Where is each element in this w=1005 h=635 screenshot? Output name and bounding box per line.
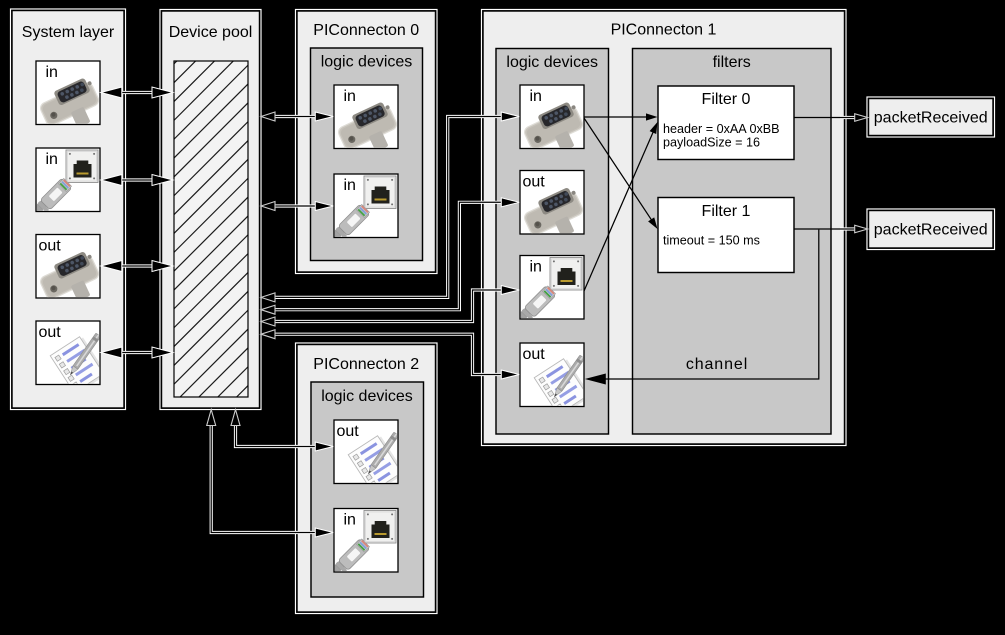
svg-text:in: in: [344, 512, 356, 529]
svg-text:in: in: [46, 151, 58, 168]
svg-text:payloadSize = 16: payloadSize = 16: [663, 136, 760, 150]
svg-text:out: out: [523, 346, 546, 363]
svg-text:logic devices: logic devices: [321, 388, 413, 405]
svg-text:logic devices: logic devices: [321, 54, 413, 71]
svg-text:System layer: System layer: [22, 24, 115, 41]
svg-text:out: out: [523, 174, 546, 191]
svg-text:out: out: [337, 423, 360, 440]
svg-text:PIConnecton 0: PIConnecton 0: [313, 22, 419, 39]
svg-text:packetReceived: packetReceived: [874, 222, 988, 239]
svg-text:filters: filters: [713, 54, 751, 71]
svg-text:PIConnecton 2: PIConnecton 2: [313, 356, 419, 373]
svg-text:header = 0xAA 0xBB: header = 0xAA 0xBB: [663, 122, 780, 136]
svg-text:Device pool: Device pool: [169, 24, 253, 41]
svg-text:Filter 1: Filter 1: [702, 203, 751, 220]
svg-text:timeout = 150 ms: timeout = 150 ms: [663, 234, 760, 248]
svg-text:channel: channel: [686, 356, 748, 373]
svg-text:in: in: [46, 64, 58, 81]
svg-text:PIConnecton 1: PIConnecton 1: [611, 22, 717, 39]
svg-text:Filter 0: Filter 0: [702, 91, 751, 108]
svg-text:out: out: [39, 238, 62, 255]
svg-text:logic devices: logic devices: [506, 54, 598, 71]
svg-text:in: in: [530, 88, 542, 105]
svg-text:out: out: [39, 324, 62, 341]
svg-text:in: in: [344, 177, 356, 194]
svg-text:in: in: [344, 88, 356, 105]
svg-text:in: in: [530, 259, 542, 276]
svg-text:packetReceived: packetReceived: [874, 110, 988, 127]
